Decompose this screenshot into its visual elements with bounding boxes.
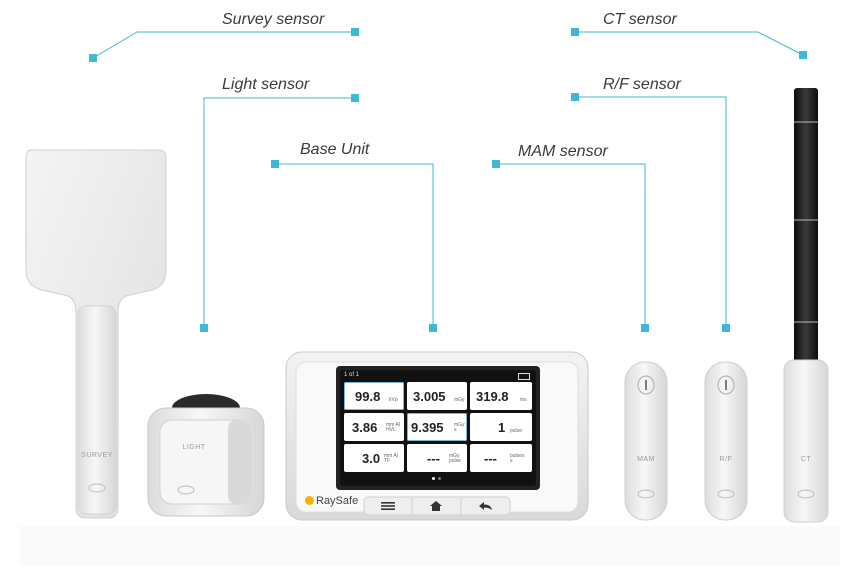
base-unit-screen: 1 of 1 99.8 kVp 3.005 mGy 319.8 ms 3.86 … xyxy=(340,370,536,486)
label-base-unit: Base Unit xyxy=(300,141,370,158)
raysafe-logo xyxy=(305,496,314,505)
reading-value: --- xyxy=(427,451,440,466)
home-icon xyxy=(430,501,442,511)
reading-unit: pulses s xyxy=(510,453,525,464)
rf-sensor xyxy=(704,361,748,521)
page-indicator: 1 of 1 xyxy=(344,372,360,378)
back-button[interactable] xyxy=(463,498,507,514)
reading-cell[interactable]: --- mGy pulse xyxy=(407,444,467,472)
reading-unit: ms xyxy=(520,397,527,403)
reading-cell[interactable]: 319.8 ms xyxy=(470,382,532,410)
rf-leader xyxy=(575,96,727,328)
mam-leader xyxy=(496,163,646,328)
reading-value: 1 xyxy=(498,420,506,435)
reading-cell[interactable]: 9.395 mGy s xyxy=(407,413,467,441)
survey-leader xyxy=(92,31,355,59)
mam-sensor xyxy=(624,361,668,521)
reading-cell[interactable]: 99.8 kVp xyxy=(344,382,404,410)
reading-value: 319.8 xyxy=(476,389,509,404)
page-dot xyxy=(438,477,441,480)
reading-unit: kVp xyxy=(389,397,398,403)
menu-button[interactable] xyxy=(366,498,410,514)
reading-unit: mm Al HVL xyxy=(386,422,400,433)
label-survey-sensor: Survey sensor xyxy=(222,11,325,28)
reading-unit: pulse xyxy=(510,428,522,434)
reading-cell[interactable]: 1 pulse xyxy=(470,413,532,441)
reading-unit: mGy pulse xyxy=(449,453,461,464)
survey-sensor xyxy=(25,149,167,519)
ct-device-label: CT xyxy=(800,456,812,463)
reading-unit: mm Al TF xyxy=(384,453,398,464)
light-device-label: LIGHT xyxy=(182,444,206,451)
reading-value: --- xyxy=(484,451,497,466)
label-mam-sensor: MAM sensor xyxy=(518,143,608,160)
reading-cell[interactable]: 3.005 mGy xyxy=(407,382,467,410)
reading-value: 3.0 xyxy=(362,451,381,466)
ct-leader xyxy=(575,31,804,56)
label-rf-sensor: R/F sensor xyxy=(603,76,681,93)
leader-endpoints xyxy=(89,28,807,332)
mam-device-label: MAM xyxy=(637,456,655,463)
label-ct-sensor: CT sensor xyxy=(603,11,677,28)
rf-device-label: R/F xyxy=(719,456,733,463)
floor-reflection xyxy=(20,526,840,566)
reading-cell[interactable]: 3.86 mm Al HVL xyxy=(344,413,404,441)
battery-icon xyxy=(518,373,530,380)
reading-value: 3.005 xyxy=(413,389,446,404)
page-dot-active xyxy=(432,477,435,480)
reading-value: 99.8 xyxy=(355,389,381,404)
brand: RaySafe xyxy=(305,495,358,507)
reading-unit: mGy s xyxy=(454,422,465,433)
reading-cell[interactable]: 3.0 mm Al TF xyxy=(344,444,404,472)
home-button[interactable] xyxy=(414,498,458,514)
light-sensor xyxy=(147,394,265,517)
menu-icon xyxy=(381,502,395,510)
reading-cell[interactable]: --- pulses s xyxy=(470,444,532,472)
back-icon xyxy=(479,502,492,510)
light-leader xyxy=(203,97,355,328)
reading-value: 3.86 xyxy=(352,420,378,435)
leader-lines xyxy=(92,31,804,328)
reading-value: 9.395 xyxy=(411,420,444,435)
brand-name: RaySafe xyxy=(316,495,359,507)
ct-sensor xyxy=(783,88,829,523)
survey-device-label: SURVEY xyxy=(81,452,113,459)
reading-unit: mGy xyxy=(454,397,465,403)
base-leader xyxy=(275,163,434,328)
label-light-sensor: Light sensor xyxy=(222,76,310,93)
